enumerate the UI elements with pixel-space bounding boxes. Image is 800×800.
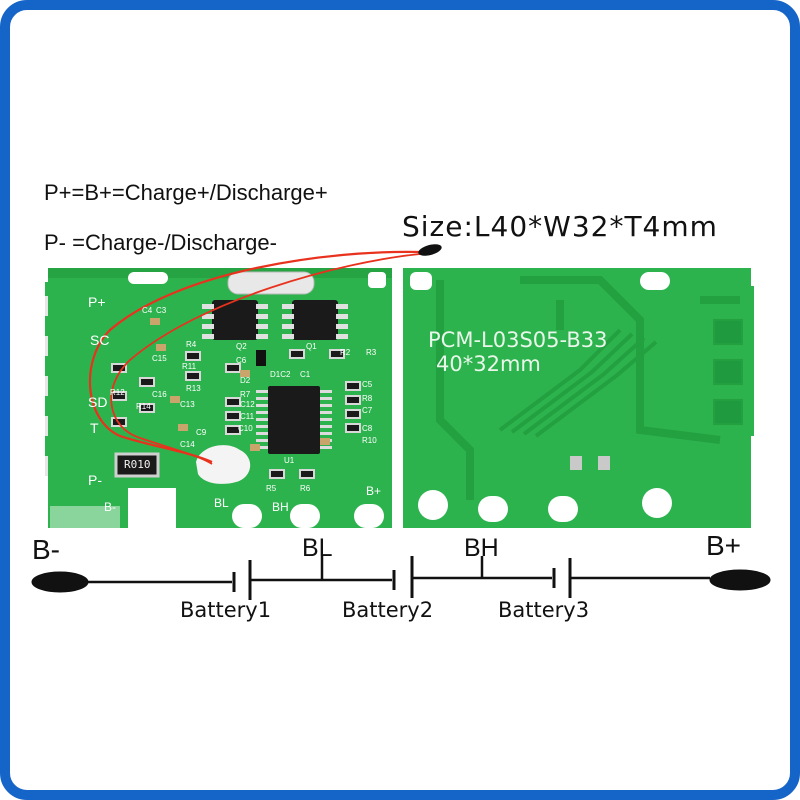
silk-label: R3 [366, 348, 377, 357]
silk-label: C8 [362, 424, 373, 433]
pin-definition-positive: P+=B+=Charge+/Discharge+ [44, 180, 328, 205]
silk-label: R8 [362, 394, 373, 403]
schematic-bh: BH [464, 534, 499, 562]
silk-label: R6 [300, 484, 311, 493]
shunt-marking: R010 [124, 458, 151, 471]
silk-label: C1 [300, 370, 311, 379]
battery2-label: Battery2 [342, 598, 434, 622]
schematic-b-minus: B- [32, 534, 60, 565]
silk-label: D2 [240, 376, 251, 385]
pad-label-sd: SD [88, 394, 108, 410]
silk-label: U1 [284, 456, 295, 465]
schematic-bl: BL [302, 534, 333, 562]
schematic-b-plus: B+ [706, 530, 742, 561]
silk-label: C7 [362, 406, 373, 415]
pad-label-sc: SC [90, 332, 110, 348]
silk-label: C6 [236, 356, 247, 365]
silk-label: C11 [240, 412, 255, 421]
silk-label: R2 [340, 348, 351, 357]
silk-label: C4 [142, 306, 153, 315]
silk-label: R4 [186, 340, 197, 349]
silk-label: C9 [196, 428, 207, 437]
board-label-bl: BL [214, 496, 229, 510]
silk-label: R13 [186, 384, 201, 393]
board-label-bh: BH [272, 500, 289, 514]
silk-label: R12 [110, 388, 125, 397]
ntc-thermistor-icon [418, 244, 442, 256]
battery-schematic [31, 556, 771, 600]
silk-label: R11 [182, 362, 197, 371]
size-spec: Size:L40*W32*T4mm [402, 210, 718, 243]
battery3-label: Battery3 [498, 598, 590, 622]
silk-label: C12 [240, 400, 255, 409]
b-minus-terminal-icon [31, 571, 89, 593]
silk-label: Q1 [306, 342, 317, 351]
silk-label: C13 [180, 400, 195, 409]
silk-label: R14 [136, 402, 151, 411]
silk-label: R7 [240, 390, 251, 399]
pin-definition-negative: P- =Charge-/Discharge- [44, 230, 277, 255]
silk-label: Q2 [236, 342, 247, 351]
red-wire [88, 250, 421, 464]
silk-label: D1C2 [270, 370, 291, 379]
pcb-back [403, 268, 754, 528]
pad-label-t: T [90, 420, 99, 436]
b-plus-terminal-icon [709, 569, 771, 591]
silk-label: C10 [238, 424, 253, 433]
silk-label: C14 [180, 440, 195, 449]
pad-label-p-plus: P+ [88, 294, 106, 310]
silk-label: R5 [266, 484, 277, 493]
board-label-b-minus: B- [104, 500, 116, 514]
battery1-label: Battery1 [180, 598, 272, 622]
board-dimensions-label: 40*32mm [436, 352, 541, 376]
silk-label: R10 [362, 436, 377, 445]
silk-label: C3 [156, 306, 167, 315]
silk-label: C16 [152, 390, 167, 399]
pcb-front [45, 244, 442, 528]
board-label-b-plus: B+ [366, 484, 382, 498]
board-model-label: PCM-L03S05-B33 [428, 328, 608, 352]
silk-label: C5 [362, 380, 373, 389]
silk-label: C15 [152, 354, 167, 363]
pad-label-p-minus: P- [88, 472, 102, 488]
